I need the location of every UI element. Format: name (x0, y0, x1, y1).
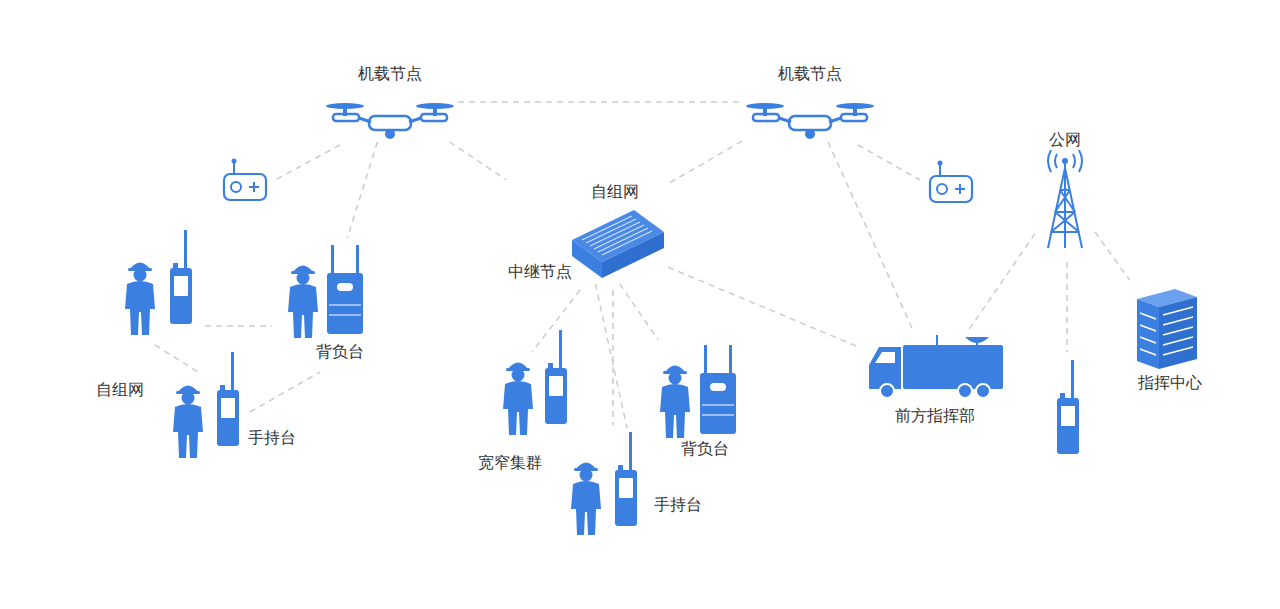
public-network-tower: 公网 (1035, 128, 1095, 252)
mesh-zone: 自组网 背负台手持台 (75, 305, 405, 465)
handheld-radio: 手持台 (165, 350, 305, 450)
dashed-link (458, 101, 742, 103)
backpack-radio: 背负台 (280, 238, 375, 364)
node-label: 背负台 (316, 342, 364, 361)
relay-node: 自组网中继节点 (500, 180, 668, 284)
dashed-link (668, 267, 860, 347)
dashed-link (1095, 232, 1130, 280)
dashed-link (450, 142, 507, 180)
command-center: 指挥中心 (1122, 280, 1218, 393)
node-label: 背负台 (681, 439, 729, 458)
drone-node: 机载节点 (742, 62, 878, 142)
node-label: 指挥中心 (1138, 373, 1202, 392)
node-label: 手持台 (654, 495, 702, 514)
drone-node: 机载节点 (322, 62, 458, 142)
dashed-link (595, 284, 627, 428)
dashed-link (347, 142, 377, 238)
node-label: 手持台 (248, 428, 296, 447)
dashed-link (828, 142, 913, 330)
backpack-radio: 背负台 (652, 340, 747, 460)
node-label: 宽窄集群 (478, 453, 542, 472)
trunking-zone: 宽窄集群 背负台手持台 (430, 380, 765, 540)
node-label: 自组网 (96, 380, 144, 399)
node-label: 前方指挥部 (895, 406, 975, 425)
handheld-radio: 手持台 (563, 428, 713, 528)
node-label: 公网 (1049, 130, 1081, 149)
dashed-link (620, 284, 659, 340)
node-label: 自组网 (591, 182, 639, 201)
node-label: 机载节点 (358, 64, 422, 83)
dashed-link (668, 141, 742, 184)
node-label: 中继节点 (508, 262, 572, 281)
node-label: 机载节点 (778, 64, 842, 83)
dashed-link (969, 234, 1035, 330)
command-vehicle: 前方指挥部 (860, 330, 1010, 428)
